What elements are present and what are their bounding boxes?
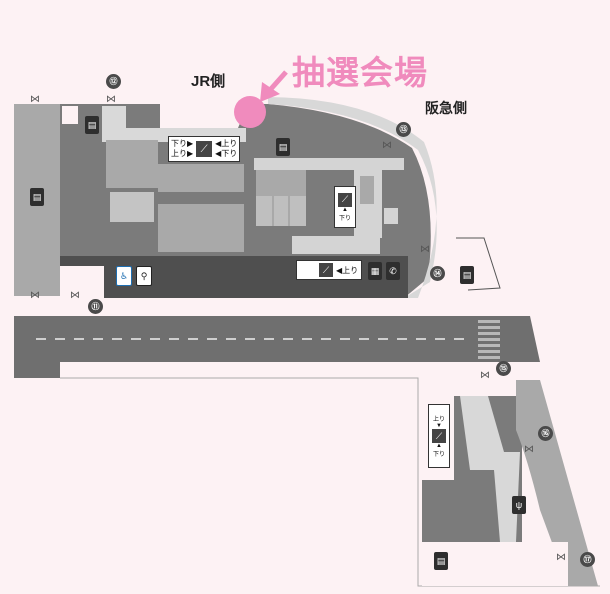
escalator-sign-middle: ⟋ ▲ 下り <box>334 186 356 228</box>
exit-number-14: ⑭ <box>430 266 445 281</box>
sign-up-text: 上り <box>171 149 187 158</box>
sign-arrow-left-3: ◀ <box>336 265 343 275</box>
sign-up-text-2: 上り <box>221 139 238 148</box>
upper-light-4 <box>110 192 154 222</box>
upper-mid-gray-1 <box>106 140 158 188</box>
restaurant-icon: ψ <box>512 496 526 514</box>
door-icon: ⋈ <box>70 290 80 301</box>
arrow-pointer-icon <box>260 70 288 102</box>
road-end <box>512 316 540 362</box>
upper-light-1 <box>62 106 78 124</box>
venue-title: 抽選会場 <box>292 54 428 91</box>
escalator-icon: ⟋ <box>432 429 446 443</box>
sign-arrow-right: ▶ <box>187 139 194 148</box>
elevator-icon: ▤ <box>30 188 44 206</box>
escalator-icon: ⟋ <box>338 192 352 207</box>
crosswalk <box>478 320 500 359</box>
sign-down-text-2: 下り <box>221 149 238 158</box>
escalator-sign-south: 上り ▼ ⟋ ▲ 下り <box>428 404 450 468</box>
upper-shop-c <box>290 196 306 226</box>
escalator-sign-lower: ⟋ ◀ 上り <box>296 260 362 280</box>
elevator-icon: ▤ <box>460 266 474 284</box>
wheelchair-icon: ♿ <box>116 266 132 286</box>
escalator-sign-upper: 下り▶ 上り▶ ⟋ ◀上り ◀下り <box>168 136 240 162</box>
exit-number-16: ⑯ <box>538 426 553 441</box>
toilet-icon: ⚲ <box>136 266 152 286</box>
exit-number-12: ⑫ <box>106 74 121 89</box>
upper-bottom-light <box>60 266 104 298</box>
door-icon: ⋈ <box>382 140 392 151</box>
coin-locker-icon: ▦ <box>368 262 382 280</box>
door-icon: ⋈ <box>30 290 40 301</box>
elevator-icon: ▤ <box>434 552 448 570</box>
upper-mid-gray-3 <box>158 204 244 252</box>
upper-shop-b <box>274 196 288 226</box>
sign-up-text-4: 上り <box>432 417 445 423</box>
door-icon: ⋈ <box>106 94 116 105</box>
door-icon: ⋈ <box>30 94 40 105</box>
upper-mid-gray-2 <box>158 164 244 192</box>
door-icon: ⋈ <box>556 552 566 563</box>
sign-arrow-up: ▲ <box>342 206 348 213</box>
sign-down-text-4: 下り <box>432 452 445 458</box>
outdoor-bracket <box>456 237 501 291</box>
exit-number-15: ⑮ <box>496 361 511 376</box>
door-icon: ⋈ <box>524 444 534 455</box>
road-left-stub <box>14 362 60 378</box>
door-icon: ⋈ <box>420 244 430 255</box>
upper-shop-a <box>256 196 272 226</box>
upper-mid-gray-4 <box>360 176 374 204</box>
exit-number-13: ⑬ <box>396 122 411 137</box>
exit-number-11: ⑪ <box>88 299 103 314</box>
exit-number-17: ⑰ <box>580 552 595 567</box>
sign-arrow-right-2: ▶ <box>187 149 194 158</box>
sign-up-text-3: 上り <box>342 265 359 275</box>
upper-corr-2 <box>292 236 380 254</box>
door-icon: ⋈ <box>480 370 490 381</box>
sign-down-text: 下り <box>171 139 187 148</box>
escalator-icon: ⟋ <box>319 263 333 277</box>
sign-down-text-3: 下り <box>338 215 351 222</box>
sign-arrow-up-2: ▲ <box>436 443 442 449</box>
upper-light-5 <box>384 208 398 224</box>
lower-diagonal-walkway <box>516 380 598 586</box>
hankyu-side-label: 阪急側 <box>425 100 467 116</box>
upper-corr-1 <box>254 158 404 170</box>
elevator-icon: ▤ <box>85 116 99 134</box>
sign-arrow-left-2: ◀ <box>215 149 222 158</box>
upper-light-2 <box>102 106 126 142</box>
escalator-icon: ⟋ <box>196 141 213 157</box>
elevator-icon: ▤ <box>276 138 290 156</box>
jr-side-label: JR側 <box>191 73 226 90</box>
lower-light-2 <box>460 396 520 542</box>
phone-icon: ✆ <box>386 262 400 280</box>
sign-arrow-down: ▼ <box>436 423 442 429</box>
sign-arrow-left: ◀ <box>215 139 222 148</box>
venue-marker <box>234 96 266 128</box>
